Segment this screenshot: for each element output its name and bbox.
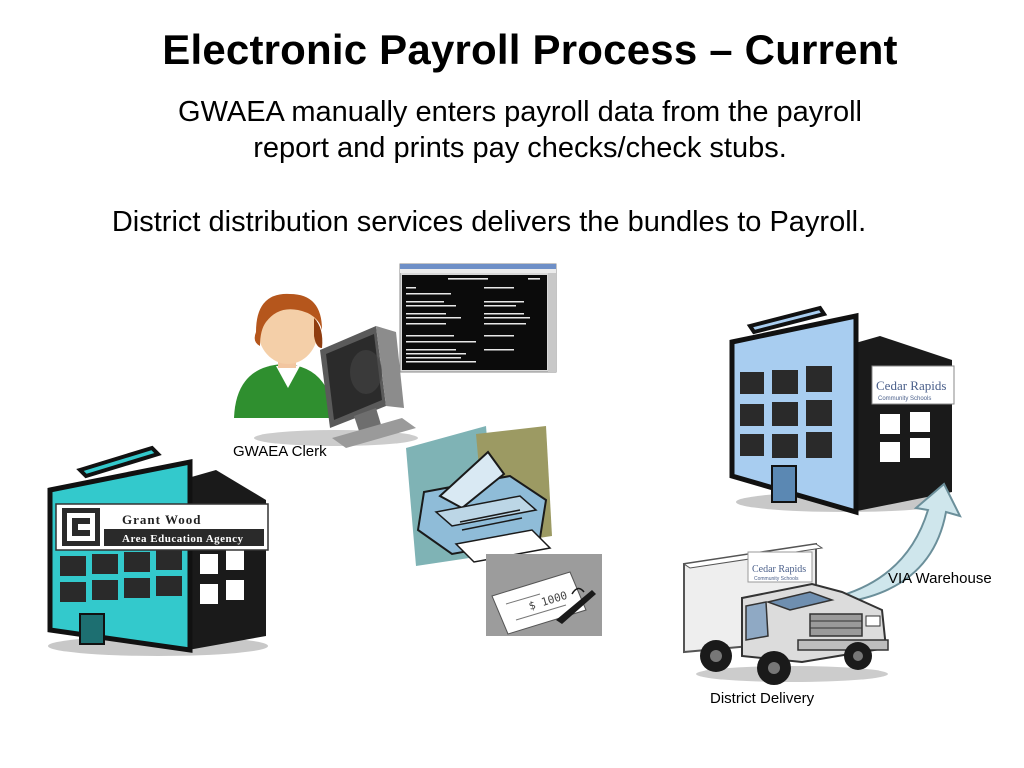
truck-logo-text: Cedar Rapids bbox=[752, 564, 806, 575]
cedar-rapids-building: Cedar Rapids Community Schools bbox=[729, 305, 955, 516]
warehouse-label: VIA Warehouse bbox=[888, 570, 992, 587]
payroll-terminal-screenshot bbox=[399, 263, 557, 373]
slide-subtitle: GWAEA manually enters payroll data from … bbox=[60, 94, 980, 166]
grant-wood-logo-line2: Area Education Agency bbox=[122, 533, 244, 545]
grant-wood-aea-building: Grant Wood Area Education Agency bbox=[47, 445, 269, 656]
subtitle-line-1: GWAEA manually enters payroll data from … bbox=[178, 96, 862, 128]
delivery-arrow bbox=[838, 482, 962, 604]
subtitle-line-2: report and prints pay checks/check stubs… bbox=[253, 132, 787, 164]
clerk-at-computer-clipart bbox=[234, 293, 418, 448]
printer-clipart bbox=[406, 426, 552, 566]
clerk-label: GWAEA Clerk bbox=[233, 443, 327, 460]
district-delivery-label: District Delivery bbox=[710, 690, 815, 707]
slide-title: Electronic Payroll Process – Current bbox=[162, 26, 898, 73]
cedar-rapids-logo-text: Cedar Rapids bbox=[876, 378, 946, 393]
pay-check-image: $ 1000 bbox=[486, 554, 602, 636]
cedar-rapids-logo-subtext: Community Schools bbox=[878, 396, 931, 402]
grant-wood-logo-line1: Grant Wood bbox=[122, 512, 201, 527]
district-delivery-text: District distribution services delivers … bbox=[111, 206, 867, 238]
truck-logo-subtext: Community Schools bbox=[754, 576, 799, 582]
delivery-truck: Cedar Rapids Community Schools bbox=[682, 542, 889, 685]
